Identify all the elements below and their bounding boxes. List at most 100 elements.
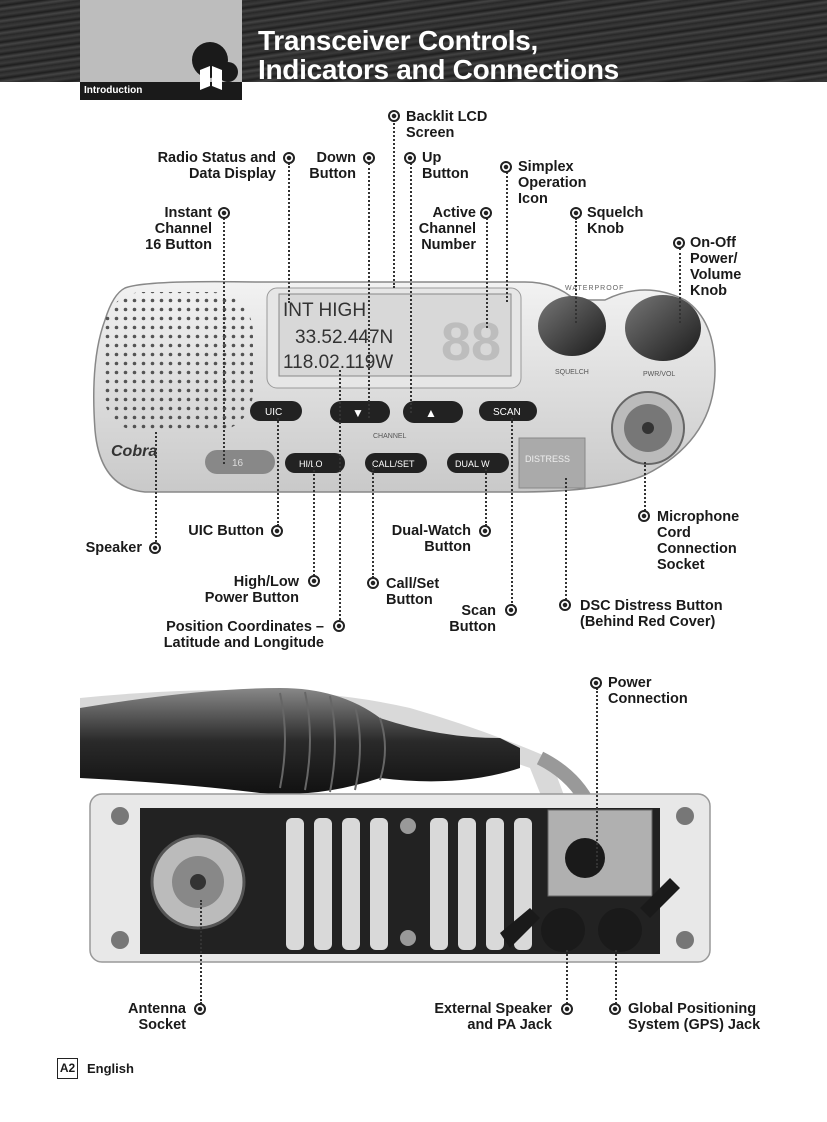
label-line: Up	[422, 150, 442, 166]
up-button[interactable]	[403, 401, 463, 423]
dualw-button-label: DUAL W	[455, 459, 490, 469]
label-line: and PA Jack	[467, 1017, 552, 1033]
down-button[interactable]	[330, 401, 390, 423]
label-power-connection: Power Connection	[608, 675, 688, 707]
channel-text: CHANNEL	[373, 433, 407, 440]
label-radio-status: Radio Status and Data Display	[158, 150, 276, 182]
leader-call-set	[372, 466, 374, 578]
label-dual-watch: Dual-Watch Button	[392, 523, 471, 555]
uic-button[interactable]	[250, 401, 302, 421]
callout-bullet	[363, 152, 375, 164]
label-line: Volume	[690, 267, 742, 283]
label-call-set: Call/Set Button	[386, 576, 439, 608]
page-number: A2	[57, 1058, 78, 1079]
hilo-button-label: HI/LO	[299, 459, 323, 469]
label-ext-speaker: External Speaker and PA Jack	[434, 1001, 552, 1033]
title-line-1: Transceiver Controls,	[258, 25, 539, 56]
callout-bullet	[609, 1003, 621, 1015]
label-up-button: Up Button	[422, 150, 469, 182]
label-line: DSC Distress Button	[580, 598, 723, 614]
label-gps: Global Positioning System (GPS) Jack	[628, 1001, 760, 1033]
leader-dual-watch	[485, 466, 487, 526]
leader-radio-status	[288, 163, 290, 303]
distress-cover[interactable]	[518, 437, 586, 489]
label-line: Call/Set	[386, 576, 440, 592]
label-line: Button	[386, 592, 433, 608]
leader-uic	[277, 418, 279, 526]
leader-dsc	[565, 478, 567, 600]
callout-bullet	[561, 1003, 573, 1015]
dualw-button[interactable]	[447, 453, 509, 473]
label-line: Connection	[608, 691, 688, 707]
uic-button-label: UIC	[265, 407, 282, 418]
ch16-button[interactable]	[205, 450, 275, 474]
label-line: Button	[424, 539, 471, 555]
external-speaker-jack[interactable]	[541, 908, 585, 952]
callout-bullet	[271, 525, 283, 537]
label-active-channel: Active Channel Number	[419, 205, 476, 253]
label-line: Speaker	[85, 540, 142, 556]
callout-bullet	[570, 207, 582, 219]
gps-jack[interactable]	[598, 908, 642, 952]
footer-language: English	[87, 1061, 134, 1076]
label-line: Channel	[418, 221, 476, 237]
lcd-line-3: 118.02.119W	[283, 352, 393, 373]
label-line: Knob	[690, 283, 728, 299]
label-line: Dual-Watch	[391, 523, 471, 539]
callset-button[interactable]	[365, 453, 427, 473]
label-line: Scan	[461, 603, 496, 619]
squelch-knob[interactable]	[538, 296, 606, 356]
up-button-label: ▲	[425, 406, 437, 420]
label-line: Data Display	[188, 166, 276, 182]
label-line: Position Coordinates –	[166, 619, 324, 635]
label-line: Button	[449, 619, 496, 635]
callout-bullet	[194, 1003, 206, 1015]
label-line: Squelch	[587, 205, 644, 221]
label-line: 16 Button	[145, 237, 212, 253]
label-line: Instant	[164, 205, 212, 221]
leader-high-low	[313, 466, 315, 576]
label-line: (Behind Red Cover)	[580, 614, 716, 630]
callout-bullet	[480, 207, 492, 219]
radio-front-panel: INT HIGH 33.52.447N 118.02.119W 88 WATER…	[93, 280, 716, 493]
callout-bullet	[500, 161, 512, 173]
callout-bullet	[283, 152, 295, 164]
callout-bullet	[590, 677, 602, 689]
label-position: Position Coordinates – Latitude and Long…	[164, 619, 324, 651]
volume-text: PWR/VOL	[643, 371, 675, 378]
leader-active-channel	[486, 218, 488, 328]
label-line: Power Button	[204, 590, 299, 606]
squelch-text: SQUELCH	[555, 369, 589, 376]
scan-button[interactable]	[479, 401, 537, 421]
leader-antenna	[200, 900, 202, 1004]
label-line: Cord	[657, 525, 691, 541]
callout-bullet	[218, 207, 230, 219]
label-line: Knob	[587, 221, 625, 237]
page-title: Transceiver Controls, Indicators and Con…	[258, 26, 619, 84]
label-line: External Speaker	[434, 1001, 552, 1017]
lcd-channel: 88	[441, 312, 501, 372]
scan-button-label: SCAN	[493, 407, 521, 418]
label-line: Number	[421, 237, 476, 253]
label-line: Socket	[657, 557, 705, 573]
leader-speaker	[155, 432, 157, 542]
label-line: UIC Button	[188, 523, 264, 539]
hilo-button[interactable]	[285, 453, 345, 473]
label-line: Latitude and Longitude	[163, 635, 324, 651]
leader-up	[410, 163, 412, 413]
label-backlit-lcd: Backlit LCD Screen	[406, 109, 487, 141]
label-line: High/Low	[233, 574, 299, 590]
callout-bullet	[308, 575, 320, 587]
callout-bullet	[559, 599, 571, 611]
leader-simplex	[506, 172, 508, 302]
label-line: System (GPS) Jack	[628, 1017, 761, 1033]
callout-bullet	[333, 620, 345, 632]
label-line: Power	[608, 675, 652, 691]
down-button-label: ▼	[352, 406, 364, 420]
volume-knob[interactable]	[625, 295, 701, 361]
distress-label: DISTRESS	[525, 454, 570, 464]
label-line: Global Positioning	[628, 1001, 757, 1017]
ch16-button-label: 16	[232, 458, 244, 469]
leader-ch16	[223, 218, 225, 464]
leader-power	[596, 688, 598, 868]
